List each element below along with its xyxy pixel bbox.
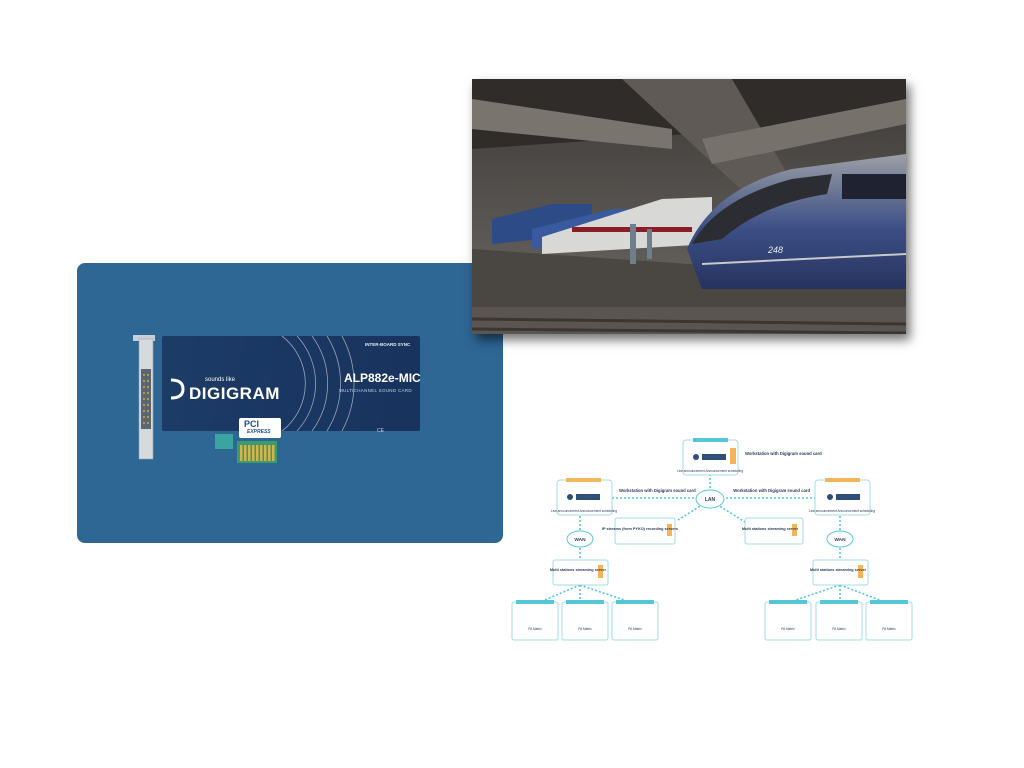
svg-text:Workstation with Digigram soun: Workstation with Digigram sound card <box>619 488 696 493</box>
station-box-right-1: PA Matrix <box>764 600 812 641</box>
svg-text:Workstation with Digigram soun: Workstation with Digigram sound card <box>733 488 810 493</box>
svg-text:WAN: WAN <box>574 537 586 543</box>
pci-express-badge: PCI EXPRESS <box>239 418 281 438</box>
board-component <box>215 434 233 449</box>
multi-station-center-node: Multi stations streaming server <box>742 517 804 545</box>
ip-streams-node: IP streams (from PYKO) recording servers <box>602 517 678 545</box>
brand-name: DIGIGRAM <box>189 384 280 403</box>
multi-station-right-node: Multi stations streaming server <box>810 559 869 586</box>
svg-text:PA Matrix: PA Matrix <box>578 627 592 631</box>
sound-card-board <box>162 336 420 431</box>
inter-board-label: INTER-BOARD SYNC <box>365 342 411 347</box>
station-box-left-1: PA Matrix <box>511 600 559 641</box>
svg-text:WAN: WAN <box>834 537 846 543</box>
svg-text:248: 248 <box>767 245 783 255</box>
station-box-left-2: PA Matrix <box>561 600 609 641</box>
model-name: ALP882e-MIC <box>344 371 421 385</box>
svg-text:Live announcement Announcement: Live announcement Announcement schedulin… <box>551 509 617 513</box>
brand-tagline: sounds like <box>205 377 236 383</box>
model-subtitle: MULTICHANNEL SOUND CARD <box>339 388 412 393</box>
wan-cloud-left: WAN <box>566 530 594 548</box>
svg-text:PA Matrix: PA Matrix <box>882 627 896 631</box>
svg-text:IP streams (from PYKO) recordi: IP streams (from PYKO) recording servers <box>602 527 678 531</box>
product-panel: sounds like DIGIGRAM ALP882e-MIC MULTICH… <box>77 263 503 543</box>
workstation-left-node: Live announcement Announcement schedulin… <box>551 478 696 516</box>
lan-cloud: LAN <box>695 489 725 509</box>
train-station-photo: 248 <box>472 79 906 334</box>
svg-text:Multi stations streaming serve: Multi stations streaming server <box>550 568 607 572</box>
ce-mark: CE <box>377 428 384 434</box>
workstation-right-node: Live announcement Announcement schedulin… <box>733 478 875 516</box>
svg-text:PA Matrix: PA Matrix <box>781 627 795 631</box>
svg-text:Workstation with Digigram soun: Workstation with Digigram sound card <box>745 451 822 456</box>
svg-text:PA Matrix: PA Matrix <box>528 627 542 631</box>
train-illustration: 248 <box>472 79 906 334</box>
svg-text:Live announcement Announcement: Live announcement Announcement schedulin… <box>677 469 743 473</box>
sound-wave-arcs <box>281 336 355 431</box>
wan-cloud-right: WAN <box>826 530 854 548</box>
svg-text:LAN: LAN <box>705 497 716 503</box>
station-box-right-3: PA Matrix <box>865 600 913 641</box>
multi-station-left-node: Multi stations streaming server <box>550 559 609 586</box>
station-box-right-2: PA Matrix <box>815 600 863 641</box>
svg-text:PA Matrix: PA Matrix <box>832 627 846 631</box>
card-bracket <box>133 335 155 460</box>
station-box-left-3: PA Matrix <box>611 600 659 641</box>
svg-text:Live announcement Announcement: Live announcement Announcement schedulin… <box>809 509 875 513</box>
digigram-logo-icon <box>170 378 185 400</box>
svg-text:Multi stations streaming serve: Multi stations streaming server <box>742 527 799 531</box>
svg-text:Multi stations streaming serve: Multi stations streaming server <box>810 568 867 572</box>
gold-connector <box>237 441 277 463</box>
network-diagram: Live announcement Announcement schedulin… <box>511 438 913 641</box>
workstation-top-node: Live announcement Announcement schedulin… <box>677 438 822 476</box>
svg-text:PA Matrix: PA Matrix <box>628 627 642 631</box>
